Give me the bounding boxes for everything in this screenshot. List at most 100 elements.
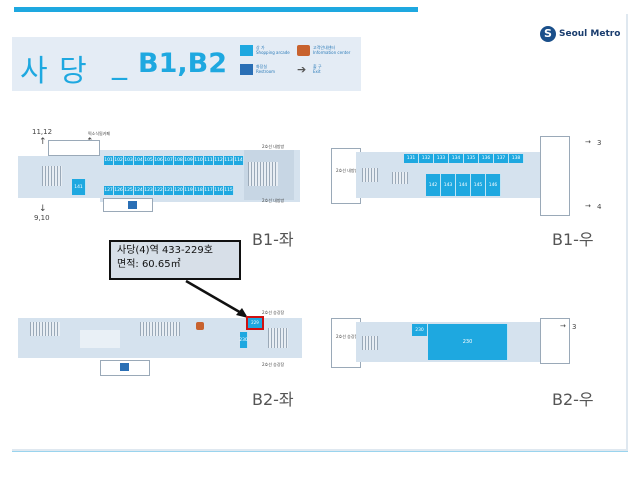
restroom-icon [128,201,137,209]
stairs [392,172,408,184]
shop-115[interactable]: 115 [224,186,234,195]
legend-restroom-sub: Restroom [256,69,276,74]
shop-146[interactable]: 146 [486,174,501,196]
legend-info-label: 고객안내센터 [313,45,336,50]
metro-logo-icon: S [540,26,556,42]
shop-107[interactable]: 107 [164,156,174,165]
shop-110[interactable]: 110 [194,156,204,165]
exit-arrow-icon[interactable]: ↓ [39,204,47,214]
legend-info-sub: Information center [313,50,351,55]
shop-141[interactable]: 141 [72,179,86,195]
floor-label-b1-left: B1-좌 [252,230,294,249]
shop-113[interactable]: 113 [224,156,234,165]
shop-106[interactable]: 106 [154,156,164,165]
stairs [30,322,60,336]
shop-230-large[interactable]: 230 [428,324,508,360]
legend-exit-sub: Exit [313,69,321,74]
floor-label-b2-left: B2-좌 [252,390,294,409]
stairs [248,162,278,186]
floor-title: B1,B2 [138,48,227,79]
legend-exit-label: 출 구 [313,64,322,69]
shop-102[interactable]: 102 [114,156,124,165]
shop-105[interactable]: 105 [144,156,154,165]
exit-arrow-icon[interactable]: → [560,322,566,330]
line-note-top: 2호선 승강장 [262,310,285,315]
shop-132[interactable]: 132 [419,154,434,163]
top-accent-bar [14,7,418,12]
exit-passage [540,318,570,364]
exit-arrow-icon[interactable]: ↑ [39,137,47,147]
shop-108[interactable]: 108 [174,156,184,165]
shop-114[interactable]: 114 [234,156,244,165]
shop-120[interactable]: 120 [174,186,184,195]
callout-line-1: 사당(4)역 433-229호 [117,245,213,256]
shop-111[interactable]: 111 [204,156,214,165]
legend-shop-label: 상 가 [256,45,265,50]
shop-134[interactable]: 134 [449,154,464,163]
shop-101[interactable]: 101 [104,156,114,165]
exit-label-9-10: 9,10 [34,214,50,222]
exit-arrow-icon[interactable]: → [585,202,591,210]
shop-125[interactable]: 125 [124,186,134,195]
bottom-divider [12,451,628,452]
shop-square-icon [240,45,253,56]
info-center-icon [196,322,204,330]
exit-label-3: 3 [597,139,602,147]
shop-126[interactable]: 126 [114,186,124,195]
exit-arrow-icon: ➔ [297,63,307,76]
shop-143[interactable]: 143 [441,174,456,196]
exit-label-4: 4 [597,203,602,211]
shop-138[interactable]: 138 [509,154,524,163]
shop-112[interactable]: 112 [214,156,224,165]
line-note: 2호선 승강장 [336,334,359,339]
shop-144[interactable]: 144 [456,174,471,196]
shop-104[interactable]: 104 [134,156,144,165]
top-note: 떡소식됨카페 [88,131,111,136]
station-name: 사 당 [20,54,88,89]
restroom-icon [240,64,253,75]
callout-line-2: 면적: 60.65㎡ [117,259,181,270]
stairs [362,336,378,350]
shop-122[interactable]: 122 [154,186,164,195]
shop-103[interactable]: 103 [124,156,134,165]
shop-229-highlight[interactable]: 229 [246,316,264,330]
shop-137[interactable]: 137 [494,154,509,163]
shop-142[interactable]: 142 [426,174,441,196]
floor-label-b1-right: B1-우 [552,230,594,249]
exit-label-3: 3 [572,323,577,331]
shop-131[interactable]: 131 [404,154,419,163]
page-frame [12,14,628,451]
shop-145[interactable]: 145 [471,174,486,196]
shop-124[interactable]: 124 [134,186,144,195]
shop-116[interactable]: 116 [214,186,224,195]
shop-109[interactable]: 109 [184,156,194,165]
stairs [140,322,180,336]
stairs [42,166,62,186]
shop-230[interactable]: 230 [239,332,248,348]
stairs [268,328,288,348]
shop-133[interactable]: 133 [434,154,449,163]
exit-passage [540,136,570,216]
shop-230-small[interactable]: 230 [412,324,428,336]
shop-119[interactable]: 119 [184,186,194,195]
shop-121[interactable]: 121 [164,186,174,195]
corridor [18,156,108,198]
stair-exit-top [48,140,100,156]
seoul-metro-logo: S Seoul Metro [540,26,620,42]
shop-135[interactable]: 135 [464,154,479,163]
shop-136[interactable]: 136 [479,154,494,163]
title-separator: _ [112,46,127,81]
shop-123[interactable]: 123 [144,186,154,195]
exit-arrow-icon[interactable]: → [585,138,591,146]
line-note-bottom: 2호선 내방방 [262,198,285,203]
corridor [80,330,120,348]
line-note-bottom: 2호선 승강장 [262,362,285,367]
info-center-icon [297,45,310,56]
logo-text: Seoul Metro [559,29,621,39]
legend-restroom-label: 화장실 [256,64,268,69]
shop-127[interactable]: 127 [104,186,114,195]
legend-shop-sub: Shopping arcade [256,50,290,55]
shop-118[interactable]: 118 [194,186,204,195]
shop-117[interactable]: 117 [204,186,214,195]
